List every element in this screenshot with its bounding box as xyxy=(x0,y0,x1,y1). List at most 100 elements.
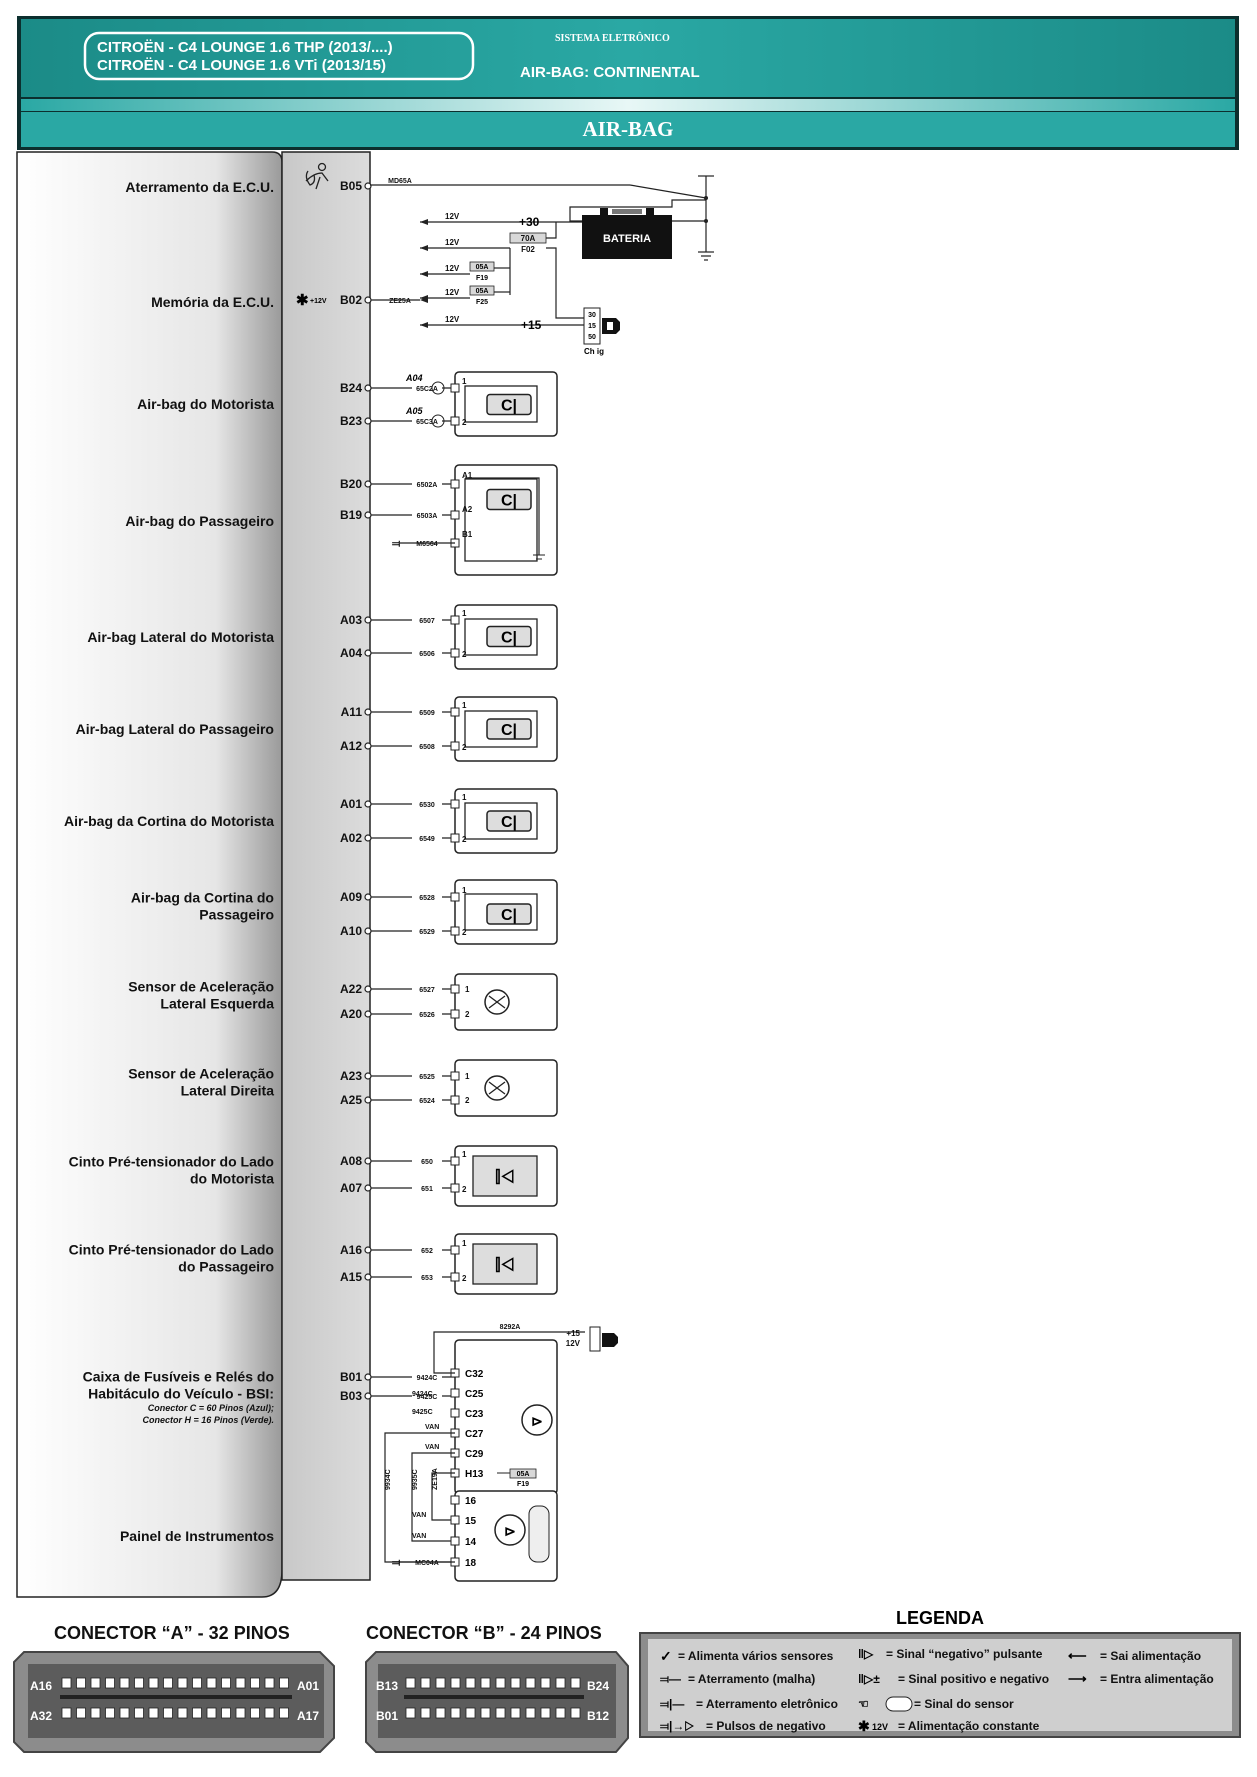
terminal xyxy=(450,416,460,426)
header: CITROËN - C4 LOUNGE 1.6 THP (2013/....) … xyxy=(17,16,1239,150)
connector-pin xyxy=(90,1707,101,1719)
bsi-switch xyxy=(589,1326,601,1352)
wire-code: 9935C xyxy=(412,1469,419,1490)
connector-pin xyxy=(250,1707,260,1719)
wire-code: 65C3A xyxy=(416,419,438,426)
wire-code: 6549 xyxy=(419,836,435,843)
wire-code: 6507 xyxy=(419,618,435,625)
wire-code: 6525 xyxy=(419,1074,435,1081)
conn-a-pin-a32: A32 xyxy=(30,1709,52,1723)
bsi-fuse-id: F19 xyxy=(517,1481,529,1488)
wire-label-bg xyxy=(412,927,442,935)
clockspring-icon xyxy=(431,414,445,428)
pin-socket xyxy=(364,1373,372,1381)
connector-pin xyxy=(510,1677,521,1689)
connector-pin xyxy=(540,1707,551,1719)
terminal-number: 1 xyxy=(465,1072,470,1081)
pin-socket xyxy=(364,1273,372,1281)
terminal xyxy=(450,707,460,717)
ecu-pin: A02 xyxy=(340,831,362,845)
terminal-number: 1 xyxy=(462,1239,467,1248)
terminal-number: 14 xyxy=(465,1537,477,1548)
terminal-number: H13 xyxy=(465,1469,484,1480)
connector-pin xyxy=(250,1677,260,1689)
airbag-frame xyxy=(464,802,538,840)
terminal xyxy=(450,1095,460,1105)
legend-item-3: = Sai alimentação xyxy=(1100,1649,1201,1663)
pretensioner-icon xyxy=(472,1243,538,1285)
ecu-pin: A08 xyxy=(340,1154,362,1168)
wire-label-bg xyxy=(412,1392,442,1400)
terminal xyxy=(450,799,460,809)
pin-socket xyxy=(364,1096,372,1104)
ecu-pin: B03 xyxy=(340,1389,362,1403)
terminal xyxy=(450,926,460,936)
row-sublabel: Conector H = 16 Pinos (Verde). xyxy=(143,1415,274,1425)
terminal-number: C23 xyxy=(465,1409,484,1420)
terminal-number: 1 xyxy=(462,1150,467,1159)
pretensioner-icon xyxy=(472,1155,538,1197)
legend-item-6: = Entra alimentação xyxy=(1100,1672,1214,1686)
pin-socket xyxy=(364,742,372,750)
wire-code: 6524 xyxy=(419,1098,435,1105)
terminal-number: C29 xyxy=(465,1449,484,1460)
wire-label-bg xyxy=(412,1096,442,1104)
legend-item-5: = Sinal positivo e negativo xyxy=(898,1672,1049,1686)
conn-a-pin-a01: A01 xyxy=(297,1679,319,1693)
system-subtitle: AIR-BAG: CONTINENTAL xyxy=(520,64,700,81)
connector-pin xyxy=(495,1707,506,1719)
pulse-neg-icon: ‖▷ xyxy=(858,1647,874,1661)
airbag-icon xyxy=(486,903,532,925)
airbag-glyph: C| xyxy=(501,398,517,415)
gauge-icon xyxy=(528,1505,550,1563)
terminal xyxy=(450,1009,460,1019)
battery xyxy=(582,215,672,259)
wire-label-bg xyxy=(412,985,442,993)
row-label: Painel de Instrumentos xyxy=(120,1528,274,1544)
legend-item-10: = Alimentação constante xyxy=(898,1719,1040,1733)
connector-pin xyxy=(465,1707,476,1719)
airbag-frame xyxy=(464,478,538,562)
sensor-signal-icon: ☜ xyxy=(858,1697,869,1711)
wire-code: 9934C xyxy=(385,1469,392,1490)
pin-note: +12V xyxy=(310,298,327,305)
pin-socket xyxy=(364,1157,372,1165)
legend-title: LEGENDA xyxy=(896,1608,984,1628)
airbag-icon xyxy=(486,718,532,740)
ecu-pin: A20 xyxy=(340,1007,362,1021)
connector-pin xyxy=(435,1677,446,1689)
terminal-number: 1 xyxy=(462,377,467,386)
pin-socket xyxy=(364,417,372,425)
ecu-airbag-icon xyxy=(305,162,329,190)
wire-label-bg xyxy=(412,616,442,624)
row-label: Air-bag da Cortina do xyxy=(131,890,274,906)
ecu-pin: A03 xyxy=(340,613,362,627)
row-label: do Motorista xyxy=(190,1171,274,1187)
neg-pulse-icon: ⫤|→▷ xyxy=(660,1719,694,1733)
connector-pin xyxy=(495,1677,506,1689)
terminal-number: C25 xyxy=(465,1389,484,1400)
wire-label-bg xyxy=(412,417,442,425)
pin-socket xyxy=(364,616,372,624)
pin-socket xyxy=(364,927,372,935)
pretensioner-glyph: ⫿◁ xyxy=(495,1256,514,1274)
wire-label-bg xyxy=(412,384,442,392)
connector-pin xyxy=(264,1707,275,1719)
terminal-number: 2 xyxy=(462,1274,467,1283)
fuse-05a-2: 05A xyxy=(476,288,489,295)
row-label: Sensor de Aceleração xyxy=(128,1066,274,1082)
connector-pin xyxy=(450,1707,461,1719)
ecu-pin: A22 xyxy=(340,982,362,996)
wire-label-bg xyxy=(412,1273,442,1281)
row-label: Air-bag Lateral do Passageiro xyxy=(76,721,274,737)
row-label: Sensor de Aceleração xyxy=(128,979,274,995)
pin-socket xyxy=(364,985,372,993)
terminal xyxy=(450,1536,460,1546)
connector-pin xyxy=(221,1707,231,1719)
terminal xyxy=(450,1388,460,1398)
connector-pin xyxy=(510,1707,521,1719)
